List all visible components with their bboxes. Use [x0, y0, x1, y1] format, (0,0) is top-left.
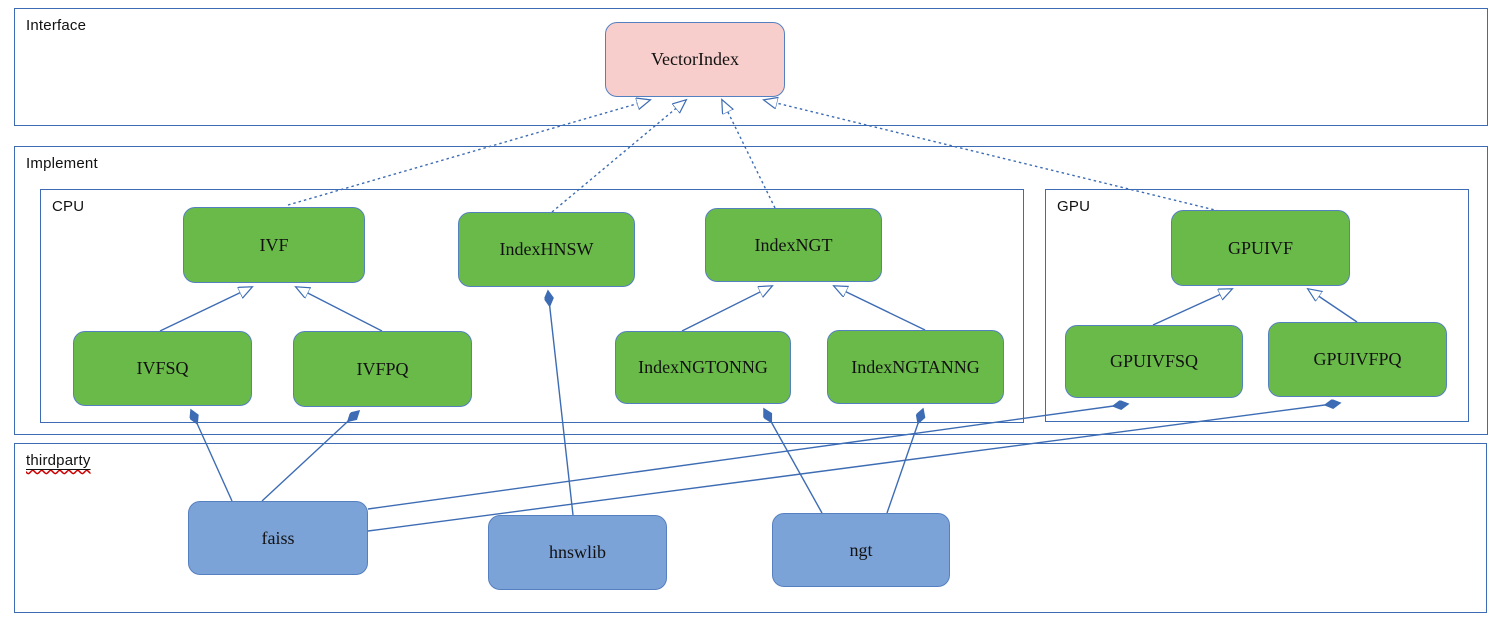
node-ngt-label: ngt — [849, 539, 873, 560]
edge-gpuivfsq-to-gpuivf — [1152, 289, 1232, 326]
node-indexngtanng[interactable]: IndexNGTANNG — [827, 330, 1004, 404]
node-indexngtonng-label: IndexNGTONNG — [638, 357, 768, 377]
interface-container-label: Interface — [26, 17, 87, 34]
node-indexhnsw[interactable]: IndexHNSW — [458, 212, 635, 287]
node-indexngt[interactable]: IndexNGT — [705, 208, 882, 282]
gpu-container[interactable]: GPU — [1045, 189, 1469, 422]
node-ivfpq-label: IVFPQ — [356, 358, 409, 379]
node-vectorindex[interactable]: VectorIndex — [605, 22, 785, 97]
node-gpuivfsq-label: GPUIVFSQ — [1109, 351, 1199, 371]
node-faiss[interactable]: faiss — [188, 501, 368, 575]
node-ivfsq-label: IVFSQ — [136, 358, 189, 378]
edge-indexngt-to-vectorindex — [722, 100, 776, 209]
node-ngt[interactable]: ngt — [772, 513, 950, 587]
edge-faiss-to-ivfsq — [191, 410, 233, 502]
implement-container[interactable]: Implement — [14, 146, 1488, 435]
node-indexngtanng-label: IndexNGTANNG — [851, 356, 980, 377]
edge-indexhnsw-to-vectorindex — [551, 100, 686, 213]
node-ivfpq[interactable]: IVFPQ — [293, 331, 472, 407]
node-gpuivfpq-label: GPUIVFPQ — [1313, 349, 1402, 369]
edge-ivfsq-to-ivf — [159, 287, 252, 332]
node-ivf-label: IVF — [259, 234, 289, 255]
thirdparty-container-label: thirdparty — [26, 452, 91, 469]
node-indexngtonng[interactable]: IndexNGTONNG — [615, 331, 791, 404]
node-gpuivfsq[interactable]: GPUIVFSQ — [1065, 325, 1243, 398]
node-ivfsq[interactable]: IVFSQ — [73, 331, 252, 406]
interface-container[interactable]: Interface — [14, 8, 1488, 126]
node-faiss-label: faiss — [261, 527, 295, 548]
node-gpuivfpq[interactable]: GPUIVFPQ — [1268, 322, 1447, 397]
edge-ngt-to-indexngtanng — [886, 409, 923, 514]
edge-hnswlib-to-indexhnsw — [548, 291, 574, 516]
edge-ngt-to-indexngtonng — [764, 409, 823, 514]
edge-gpuivf-to-vectorindex — [764, 100, 1220, 212]
cpu-container[interactable]: CPU — [40, 189, 1024, 423]
node-hnswlib[interactable]: hnswlib — [488, 515, 667, 590]
thirdparty-container-label-text: thirdparty — [26, 452, 91, 469]
node-gpuivf-label: GPUIVF — [1227, 237, 1293, 258]
gpu-container-label: GPU — [1057, 198, 1091, 215]
node-indexngt-label: IndexNGT — [754, 234, 833, 255]
node-ivf[interactable]: IVF — [183, 207, 365, 283]
edge-faiss-to-ivfpq — [261, 411, 359, 502]
edge-ivf-to-vectorindex — [287, 100, 650, 206]
edge-gpuivfpq-to-gpuivf — [1308, 289, 1358, 323]
edge-faiss-to-gpuivfsq — [367, 404, 1128, 510]
edge-indexngtonng-to-indexngt — [681, 286, 772, 332]
node-indexhnsw-label: IndexHNSW — [499, 239, 594, 259]
node-gpuivf[interactable]: GPUIVF — [1171, 210, 1350, 286]
cpu-container-label: CPU — [52, 198, 85, 215]
edge-indexngtanng-to-indexngt — [834, 286, 926, 331]
edge-faiss-to-gpuivfpq — [367, 403, 1340, 532]
implement-container-label: Implement — [26, 155, 98, 172]
node-vectorindex-label: VectorIndex — [651, 49, 739, 69]
edge-ivfpq-to-ivf — [296, 287, 383, 332]
node-hnswlib-label: hnswlib — [548, 542, 606, 562]
thirdparty-container[interactable]: thirdparty — [14, 443, 1487, 613]
